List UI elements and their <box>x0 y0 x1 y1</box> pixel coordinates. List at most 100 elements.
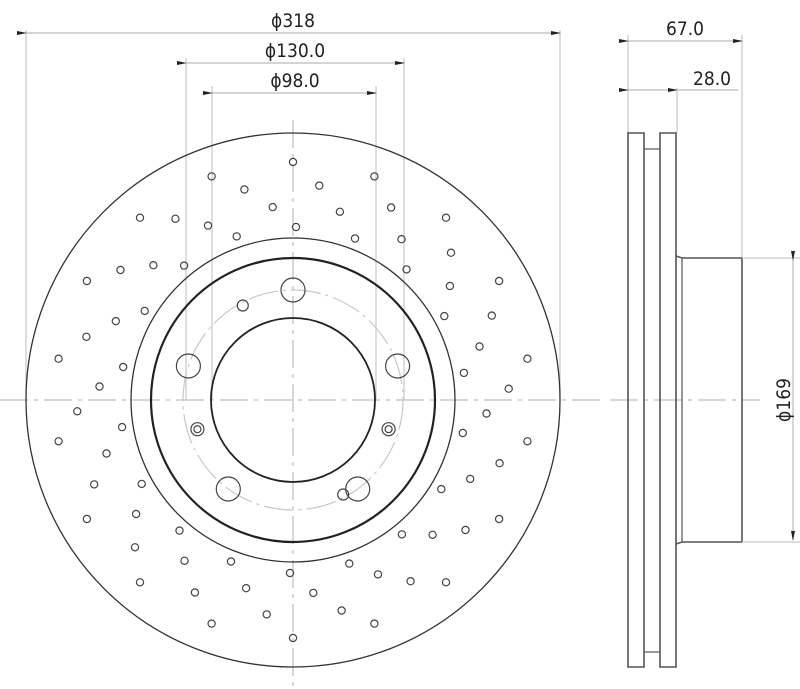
drill-hole <box>291 222 301 232</box>
drill-hole <box>111 316 121 326</box>
drill-hole <box>118 362 128 372</box>
drilled-holes <box>54 157 532 643</box>
drill-hole <box>241 584 251 593</box>
drill-hole <box>240 185 249 194</box>
bolt-holes <box>175 277 411 502</box>
drill-hole <box>397 530 407 539</box>
drill-hole <box>54 437 63 446</box>
drill-hole <box>285 568 295 578</box>
drill-hole <box>135 578 145 587</box>
drill-hole <box>386 203 396 212</box>
drill-hole <box>402 265 411 274</box>
disc-outer-edge <box>25 132 561 668</box>
locating-hole <box>236 299 249 312</box>
drill-hole <box>54 354 63 363</box>
hat-diameter-label: ϕ169 <box>773 378 795 422</box>
drill-hole <box>288 633 298 643</box>
hat-section <box>675 255 743 545</box>
drill-hole <box>437 484 446 494</box>
drill-hole <box>494 276 504 286</box>
drill-hole <box>315 181 324 190</box>
drill-hole <box>441 578 451 587</box>
drill-hole <box>171 214 180 223</box>
drill-hole <box>445 281 455 291</box>
drill-hole <box>495 459 504 468</box>
center-bore-label: ϕ98.0 <box>270 70 319 92</box>
drill-hole <box>523 437 532 446</box>
drill-hole <box>135 213 145 222</box>
drill-hole <box>350 234 360 243</box>
drill-hole <box>102 449 111 458</box>
inner-friction-plate <box>659 132 677 668</box>
drill-hole <box>82 332 91 341</box>
drill-hole <box>458 428 467 438</box>
drill-hole <box>207 619 216 628</box>
pitch-circle <box>182 289 404 511</box>
drill-hole <box>337 606 346 615</box>
overall-height-label: 67.0 <box>666 18 704 40</box>
drill-hole <box>523 354 532 363</box>
drill-hole <box>207 172 216 181</box>
drill-hole <box>440 311 449 321</box>
threaded-hole-inner <box>193 425 202 434</box>
hat-edge <box>149 256 437 544</box>
drill-hole <box>268 202 277 212</box>
front-view: ϕ318 ϕ130.0 ϕ98.0 <box>0 10 600 689</box>
drill-hole <box>226 557 236 566</box>
drill-hole <box>504 384 513 393</box>
drill-hole <box>140 306 149 316</box>
drill-hole <box>95 382 104 391</box>
drill-hole <box>262 610 271 619</box>
drill-hole <box>482 409 491 418</box>
bolt-hole <box>280 277 306 303</box>
threaded-hole-outer <box>381 422 396 437</box>
drill-hole <box>494 514 504 524</box>
drill-hole <box>190 588 200 597</box>
drill-hole <box>179 261 189 270</box>
drill-hole <box>370 619 379 628</box>
drill-hole <box>73 407 82 416</box>
drill-hole <box>459 368 469 378</box>
drill-hole <box>475 342 484 351</box>
drill-hole <box>441 213 451 222</box>
threaded-hole-outer <box>190 422 205 437</box>
bolt-hole <box>215 476 241 502</box>
drill-hole <box>309 588 318 598</box>
drill-hole <box>232 232 241 241</box>
drill-hole <box>461 525 470 535</box>
drill-hole <box>137 479 146 489</box>
drill-hole <box>82 276 92 286</box>
drill-hole <box>370 172 379 181</box>
drill-hole <box>149 261 158 270</box>
drill-hole <box>373 570 383 579</box>
drill-hole <box>180 556 189 566</box>
drill-hole <box>428 530 437 540</box>
drill-hole <box>487 311 496 320</box>
locating-hole <box>337 488 350 501</box>
drill-hole <box>117 422 127 432</box>
bolt-hole <box>385 353 411 379</box>
pcd-label: ϕ130.0 <box>265 40 325 62</box>
outer-diameter-label: ϕ318 <box>271 10 315 32</box>
bolt-hole <box>175 353 201 379</box>
drill-hole <box>288 157 298 167</box>
drill-hole <box>466 474 475 484</box>
outer-friction-plate <box>627 132 645 668</box>
drill-hole <box>406 577 415 586</box>
drill-hole <box>175 526 184 535</box>
drill-hole <box>446 248 456 257</box>
drill-hole <box>335 207 345 216</box>
drill-hole <box>82 514 92 524</box>
drill-hole <box>131 509 141 519</box>
drill-hole <box>345 559 354 568</box>
disc-thickness-label: 28.0 <box>693 68 731 90</box>
friction-ring-inner-edge <box>130 237 456 563</box>
center-bore <box>210 317 376 483</box>
side-view: 67.0 28.0 ϕ169 <box>610 18 800 668</box>
drill-hole <box>89 480 99 489</box>
drill-hole <box>203 221 213 230</box>
drill-hole <box>130 543 140 552</box>
drill-hole <box>397 234 406 244</box>
drill-hole <box>116 265 125 275</box>
